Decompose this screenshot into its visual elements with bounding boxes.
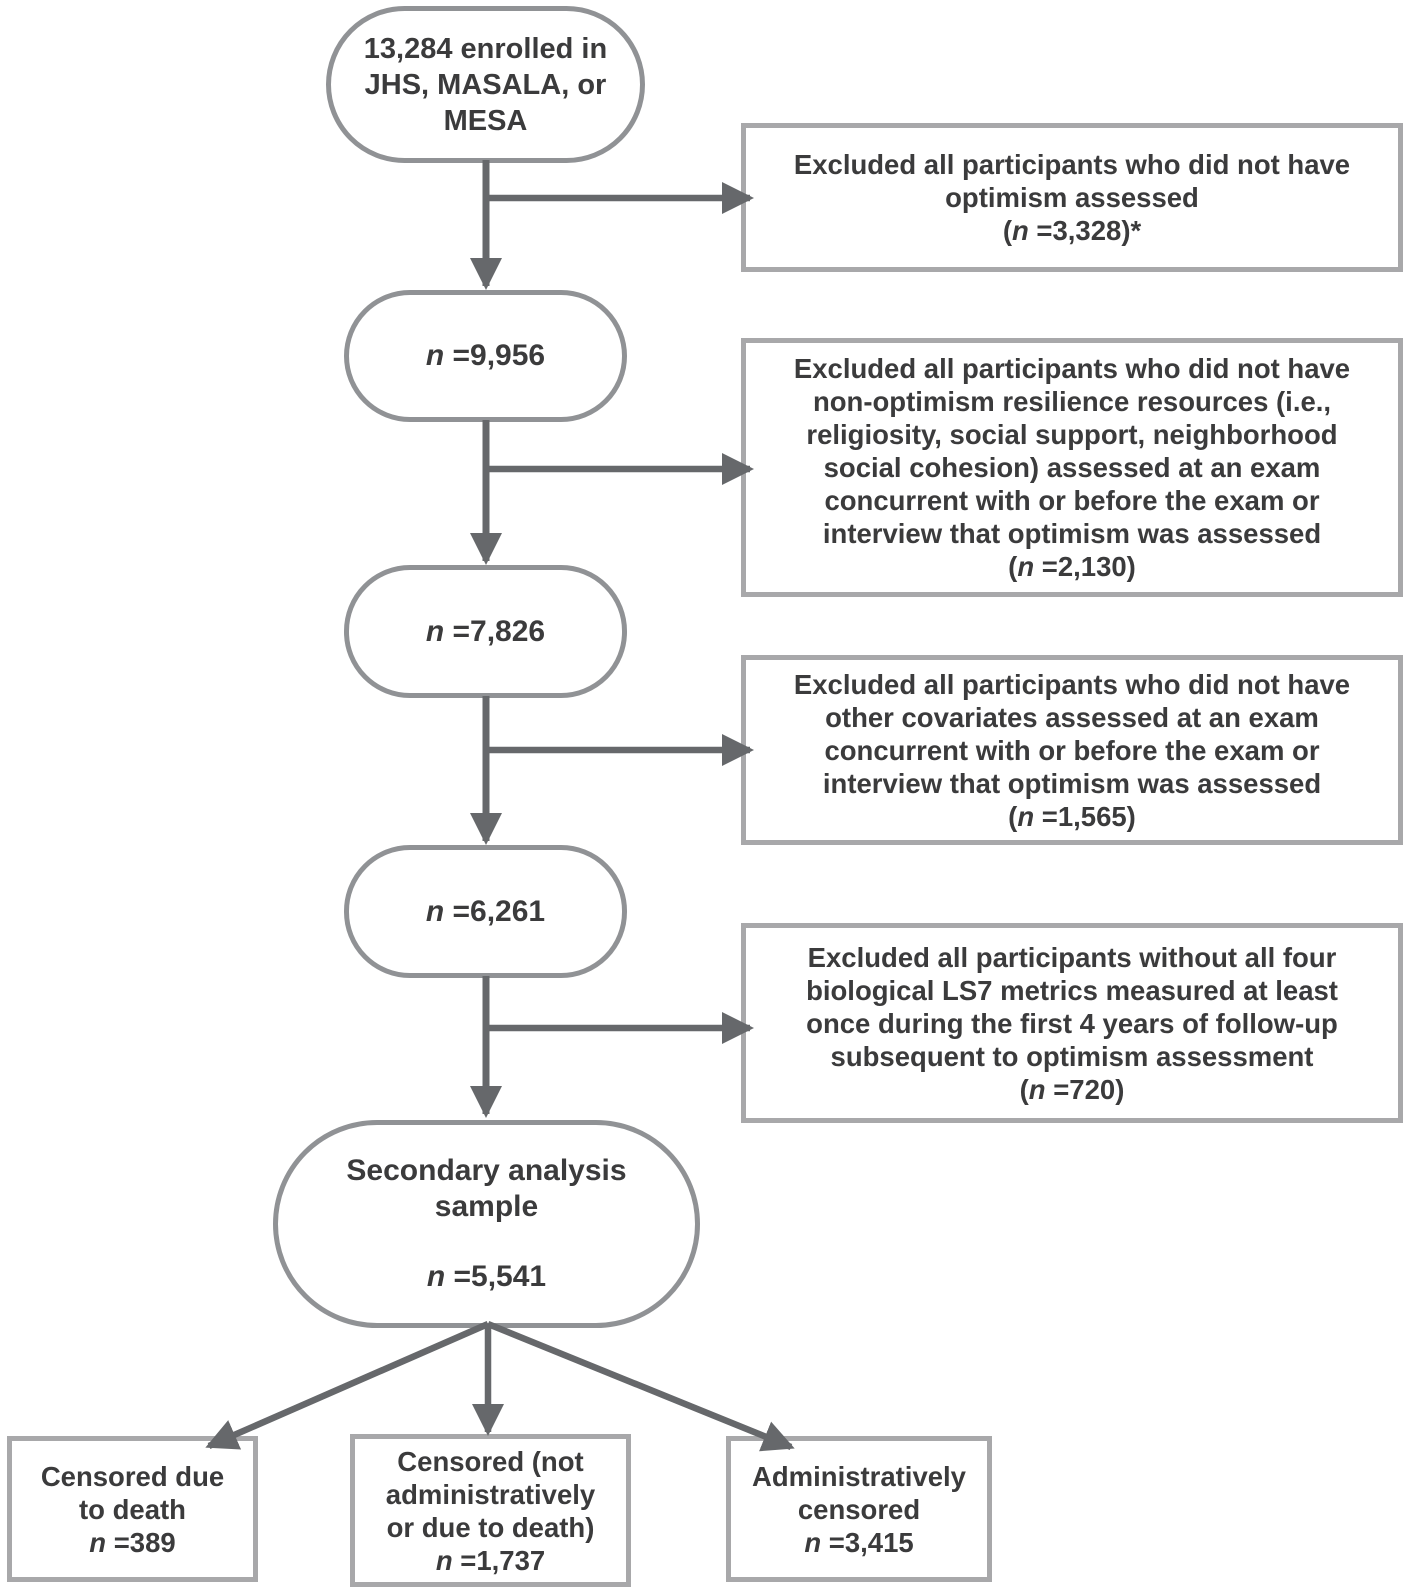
n-value: =6,261 (444, 894, 546, 928)
arrow-secondary-to-death (205, 1321, 490, 1450)
n-symbol: n (1028, 1073, 1046, 1105)
n-value: =5,541 (445, 1260, 547, 1293)
n-value: =1,565) (1034, 800, 1136, 832)
exclusion-box-optimism: Excluded all participants who did not ha… (741, 123, 1403, 272)
n-value: =2,130) (1034, 551, 1136, 582)
exclusion-text: Excluded all participants who did not ha… (793, 353, 1351, 549)
node-secondary-title: Secondary analysis sample (346, 1154, 627, 1223)
sample-size: n =7,826 (426, 614, 545, 650)
node-n-9956: n =9,956 (344, 290, 627, 422)
arrow-secondary-to-administrative (486, 1320, 795, 1452)
outcome-count: n =3,415 (804, 1526, 913, 1559)
outcome-count: n =1,737 (436, 1544, 545, 1577)
n-symbol: n (804, 1526, 822, 1558)
exclusion-box-covariates: Excluded all participants who did not ha… (741, 655, 1403, 845)
exclusion-text: Excluded all participants who did not ha… (793, 149, 1351, 213)
exclusion-text: Excluded all participants who did not ha… (793, 668, 1351, 799)
outcome-count: n =389 (89, 1526, 175, 1559)
n-symbol: n (426, 1260, 446, 1293)
outcome-box-censored-other: Censored (not administratively or due to… (350, 1434, 631, 1587)
exclusion-count: (n =720) (1020, 1073, 1125, 1106)
exclusion-count: (n =1,565) (1008, 800, 1136, 833)
outcome-box-administrative: Administratively censored n =3,415 (726, 1436, 992, 1582)
n-symbol: n (425, 894, 445, 928)
n-value: =7,826 (444, 614, 546, 648)
outcome-box-death: Censored due to death n =389 (7, 1436, 258, 1582)
exclusion-text: Excluded all participants without all fo… (806, 941, 1338, 1072)
n-symbol: n (435, 1544, 453, 1576)
exclusion-count: (n =2,130) (1008, 550, 1136, 583)
n-symbol: n (425, 614, 445, 648)
n-symbol: n (425, 339, 445, 372)
n-value: =9,956 (444, 339, 546, 372)
sample-size: n =5,541 (427, 1259, 546, 1295)
paren-open: ( (1008, 800, 1018, 832)
exclusion-count: (n =3,328)* (1003, 214, 1141, 247)
outcome-text: Censored due to death (40, 1460, 225, 1525)
node-n-7826: n =7,826 (344, 565, 627, 698)
n-value: =389 (106, 1526, 176, 1558)
n-symbol: n (89, 1526, 107, 1558)
n-symbol: n (1017, 551, 1035, 582)
exclusion-box-ls7: Excluded all participants without all fo… (741, 923, 1403, 1123)
sample-size: n =6,261 (426, 894, 545, 930)
node-enrolled-label: 13,284 enrolled in JHS, MASALA, or MESA (363, 32, 608, 137)
sample-size: n =9,956 (426, 338, 545, 374)
n-value: =720) (1045, 1073, 1125, 1105)
node-n-6261: n =6,261 (344, 845, 627, 978)
n-symbol: n (1017, 800, 1035, 832)
paren-open: ( (1008, 551, 1018, 582)
node-enrolled: 13,284 enrolled in JHS, MASALA, or MESA (326, 6, 645, 163)
n-value: =1,737 (452, 1544, 546, 1576)
paren-open: ( (1002, 215, 1012, 246)
outcome-text: Administratively censored (752, 1460, 966, 1525)
n-value: =3,328)* (1028, 215, 1142, 246)
n-value: =3,415 (821, 1526, 914, 1558)
node-secondary-sample: Secondary analysis sample n =5,541 (273, 1120, 700, 1328)
paren-open: ( (1019, 1073, 1029, 1105)
n-symbol: n (1011, 215, 1029, 246)
outcome-text: Censored (not administratively or due to… (385, 1445, 596, 1543)
exclusion-box-resilience: Excluded all participants who did not ha… (741, 338, 1403, 597)
